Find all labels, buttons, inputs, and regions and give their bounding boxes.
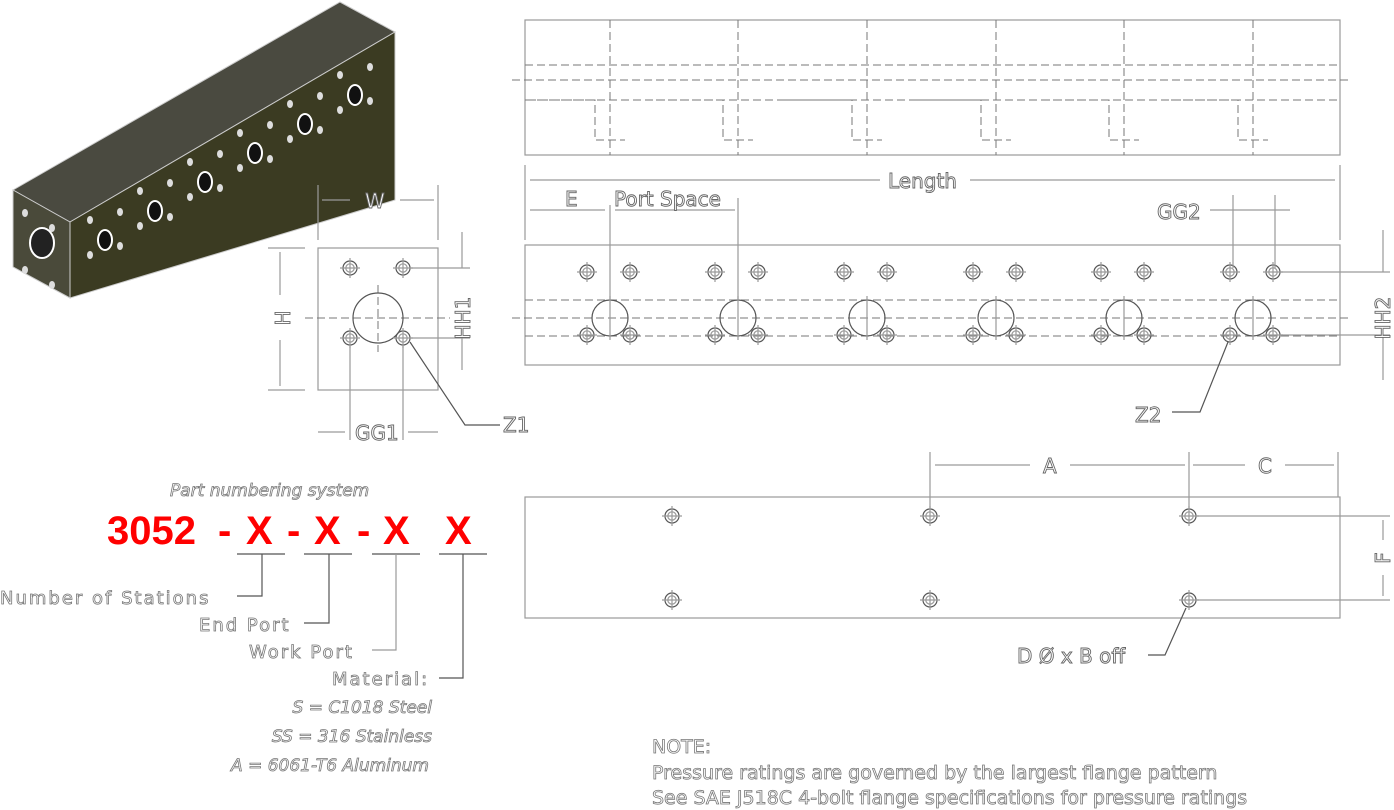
mount-hole <box>662 506 682 526</box>
dim-hh2: HH2 <box>1371 297 1394 340</box>
dim-hh1: HH1 <box>451 297 475 340</box>
bolt-hole <box>1091 262 1111 282</box>
dim-z1: Z1 <box>503 413 529 437</box>
side-view <box>512 165 1390 413</box>
bolt-hole <box>1220 262 1240 282</box>
note-line-2: See SAE J518C 4-bolt flange specificatio… <box>652 787 1247 809</box>
dim-length: Length <box>888 169 957 193</box>
bolt-hole <box>834 325 854 345</box>
note-line-1: Pressure ratings are governed by the lar… <box>652 762 1217 784</box>
code-work-port: X <box>383 509 410 553</box>
sep-2: - <box>287 509 300 553</box>
bolt-hole <box>620 325 640 345</box>
part-number-base: 3052 <box>107 509 196 553</box>
top-view <box>512 19 1352 156</box>
material-aluminum: A = 6061-T6 Aluminum <box>230 756 429 776</box>
bolt-hole <box>1134 325 1154 345</box>
bolt-hole <box>620 262 640 282</box>
bolt-hole <box>577 325 597 345</box>
bolt-hole <box>748 325 768 345</box>
material-stainless: SS = 316 Stainless <box>272 727 432 747</box>
code-stations: X <box>246 509 273 553</box>
dim-port-space: Port Space <box>614 187 721 211</box>
dim-a: A <box>1043 454 1057 478</box>
end-view <box>268 185 500 440</box>
mount-hole <box>662 590 682 610</box>
code-material: X <box>445 509 472 553</box>
material-steel: S = C1018 Steel <box>293 698 433 718</box>
dim-gg1: GG1 <box>355 421 399 445</box>
bolt-hole <box>748 262 768 282</box>
label-number-of-stations: Number of Stations <box>0 588 210 609</box>
isometric-block-render <box>11 1 397 299</box>
dim-bolt-pattern: D Ø x B off <box>1017 644 1126 668</box>
code-end-port: X <box>314 509 341 553</box>
mount-hole <box>920 590 940 610</box>
dim-gg2: GG2 <box>1157 200 1201 224</box>
bolt-hole <box>705 262 725 282</box>
iso-port <box>97 229 113 251</box>
bolt-hole <box>877 262 897 282</box>
label-end-port: End Port <box>199 615 291 636</box>
dim-z2: Z2 <box>1135 403 1161 427</box>
bolt-hole <box>393 258 413 278</box>
bolt-hole <box>705 325 725 345</box>
iso-port <box>147 200 163 222</box>
dim-e: E <box>565 187 578 211</box>
bolt-hole <box>577 262 597 282</box>
bolt-hole <box>1134 262 1154 282</box>
dim-w: W <box>365 189 385 213</box>
part-numbering-title: Part numbering system <box>170 481 369 501</box>
label-work-port: Work Port <box>249 642 354 663</box>
bolt-hole <box>834 262 854 282</box>
iso-port <box>347 84 363 106</box>
bolt-hole <box>340 258 360 278</box>
bolt-hole <box>963 325 983 345</box>
iso-port <box>197 171 213 193</box>
bolt-hole <box>1006 325 1026 345</box>
label-material: Material: <box>332 669 429 690</box>
bottom-view <box>524 452 1390 656</box>
iso-port <box>297 113 313 135</box>
dim-h: H <box>271 310 295 325</box>
bolt-hole <box>1006 262 1026 282</box>
part-number-leaders <box>237 553 487 679</box>
sep-1: - <box>218 509 231 553</box>
note-heading: NOTE: <box>652 736 711 758</box>
bolt-hole <box>877 325 897 345</box>
dim-c: C <box>1258 454 1272 478</box>
dim-f: F <box>1371 552 1394 564</box>
bolt-hole <box>1091 325 1111 345</box>
sep-3: - <box>357 509 370 553</box>
iso-port <box>247 142 263 164</box>
bolt-hole <box>1220 325 1240 345</box>
bolt-hole <box>963 262 983 282</box>
